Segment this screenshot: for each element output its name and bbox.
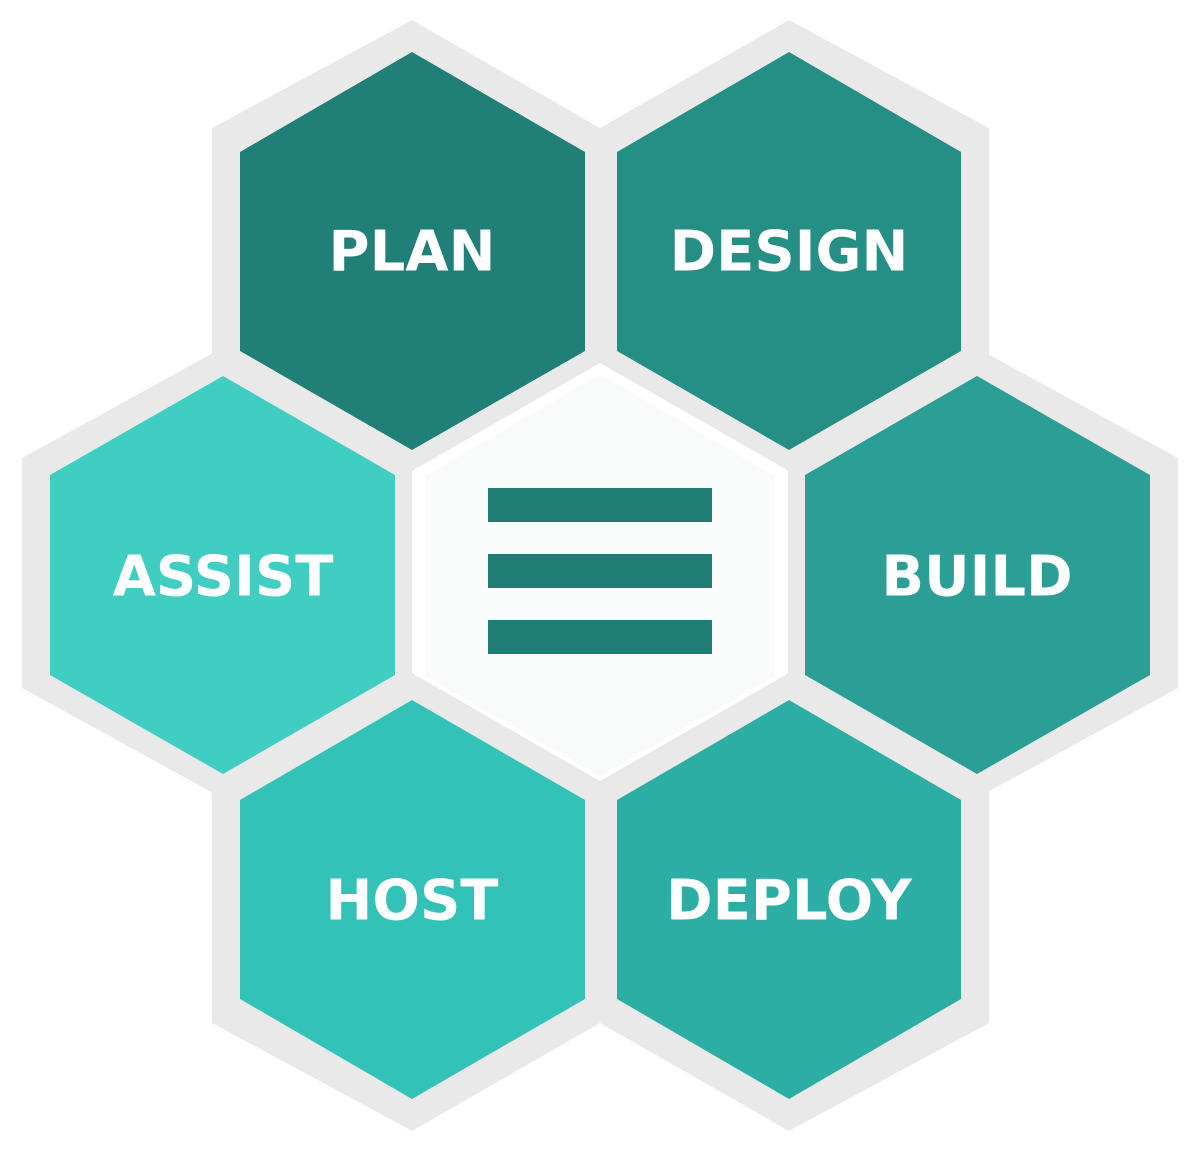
hex-design-shape	[617, 52, 961, 450]
hex-build: BUILD	[805, 376, 1150, 774]
menu-icon-bar-bottom	[488, 620, 712, 654]
hex-build-label: BUILD	[881, 545, 1072, 610]
hex-build-shape	[805, 376, 1150, 774]
menu-icon-bar-top	[488, 488, 712, 522]
hex-design-label: DESIGN	[670, 220, 909, 285]
hex-deploy: DEPLOY	[617, 700, 961, 1099]
menu-icon	[488, 488, 712, 654]
hex-deploy-label: DEPLOY	[666, 869, 913, 934]
hex-host-label: HOST	[325, 869, 498, 934]
hex-plan-label: PLAN	[329, 220, 496, 285]
menu-icon-bar-middle	[488, 554, 712, 588]
hex-assist-label: ASSIST	[113, 545, 334, 610]
hex-host: HOST	[240, 700, 585, 1099]
hex-deploy-shape	[617, 700, 961, 1099]
hex-plan-shape	[240, 52, 585, 450]
hex-plan: PLAN	[240, 52, 585, 450]
hex-assist: ASSIST	[50, 376, 395, 774]
hex-assist-shape	[50, 376, 395, 774]
hex-design: DESIGN	[617, 52, 961, 450]
center-hex	[425, 374, 775, 776]
hex-host-shape	[240, 700, 585, 1099]
